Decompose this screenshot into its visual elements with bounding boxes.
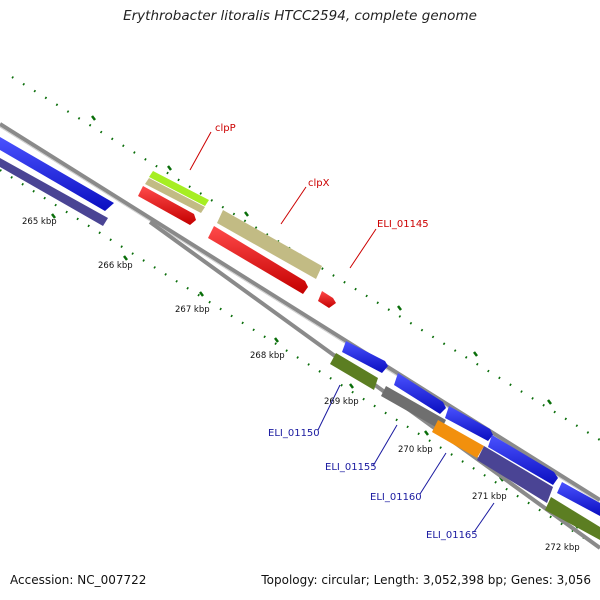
forward-cds-feature[interactable] [0, 137, 114, 211]
genome-summary-text: Topology: circular; Length: 3,052,398 bp… [261, 573, 591, 587]
eli-01160-leader [419, 452, 447, 495]
gene-label-clpp[interactable]: clpP [215, 123, 236, 134]
tick-labels: 265 kbp 266 kbp 267 kbp 268 kbp 269 kbp … [22, 217, 580, 553]
backbone-outer [0, 122, 600, 502]
clpp-khaki-feature[interactable] [145, 178, 205, 213]
gene-label-eli-01165[interactable]: ELI_01165 [426, 530, 478, 541]
eli-01165-purple-feature[interactable] [477, 446, 553, 503]
clpx-khaki-feature[interactable] [217, 210, 322, 279]
eli-01155-leader [372, 424, 398, 467]
major-tick [424, 430, 429, 436]
clpp-red-cds[interactable] [138, 186, 196, 225]
eli-01160-blue-cds[interactable] [445, 406, 493, 441]
eli-01145-red-cds[interactable] [318, 291, 336, 308]
clpx-red-cds[interactable] [208, 226, 308, 294]
eli-01155-blue-cds[interactable] [394, 373, 446, 414]
right-olive-feature[interactable] [545, 497, 600, 540]
eli-01150-leader [317, 384, 341, 431]
gene-label-eli-01155[interactable]: ELI_01155 [325, 462, 377, 473]
tick-label-268: 268 kbp [250, 351, 285, 361]
eli-01150-blue-cds[interactable] [342, 341, 388, 373]
tick-label-272: 272 kbp [545, 543, 580, 553]
tick-label-270: 270 kbp [398, 445, 433, 455]
major-tick [547, 399, 552, 405]
major-tick [274, 337, 279, 343]
eli-01155-grey-feature[interactable] [381, 386, 446, 430]
eli-01150-olive-feature[interactable] [330, 353, 378, 390]
major-tick [199, 291, 204, 297]
tick-label-266: 266 kbp [98, 261, 133, 271]
major-tick [473, 351, 478, 357]
map-title: Erythrobacter litoralis HTCC2594, comple… [123, 8, 477, 24]
gene-labels: clpP clpX ELI_01145 ELI_01150 ELI_01155 … [215, 123, 478, 541]
backbone [0, 122, 600, 550]
tick-label-265: 265 kbp [22, 217, 57, 227]
major-tick [123, 255, 128, 261]
gene-label-eli-01150[interactable]: ELI_01150 [268, 428, 320, 439]
eli-01165-leader [473, 502, 495, 533]
major-tick [244, 211, 249, 217]
major-tick [51, 213, 56, 219]
features [0, 137, 600, 540]
major-tick [167, 165, 172, 171]
gene-label-clpx[interactable]: clpX [308, 178, 330, 189]
leader-lines [189, 131, 495, 533]
eli-01145-leader [349, 228, 377, 269]
purple-feature[interactable] [0, 158, 108, 226]
eli-01165-blue-cds[interactable] [488, 435, 558, 485]
tick-label-269: 269 kbp [324, 397, 359, 407]
major-tick [349, 383, 354, 389]
inner-tick-row [0, 169, 600, 549]
clpp-lime-feature[interactable] [149, 171, 209, 206]
accession-text: Accession: NC_007722 [10, 573, 147, 587]
major-tick [397, 305, 402, 311]
major-tick [91, 115, 96, 121]
eli-01160-orange-feature[interactable] [432, 420, 484, 458]
clpp-leader [189, 131, 212, 171]
tick-label-267: 267 kbp [175, 305, 210, 315]
gene-label-eli-01145[interactable]: ELI_01145 [377, 219, 429, 230]
gene-label-eli-01160[interactable]: ELI_01160 [370, 492, 422, 503]
clpx-leader [280, 186, 307, 225]
right-blue-cds[interactable] [557, 482, 600, 516]
tick-label-271: 271 kbp [472, 492, 507, 502]
